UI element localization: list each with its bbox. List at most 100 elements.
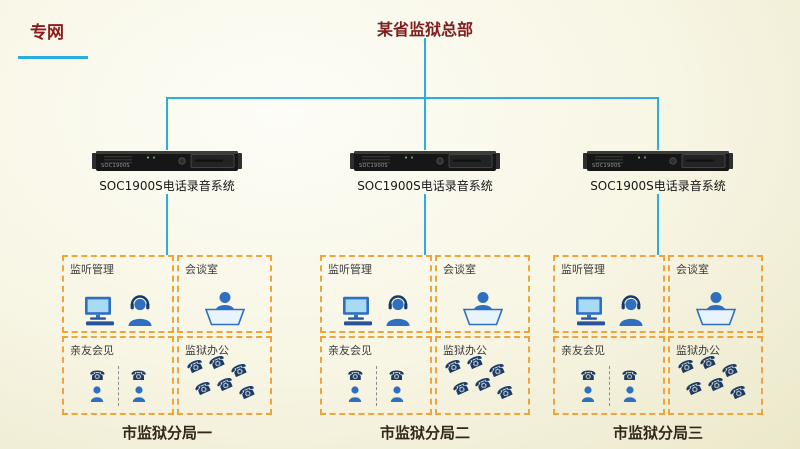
private-network-underline	[18, 56, 88, 59]
room-monitoring-label: 监听管理	[70, 263, 114, 276]
phone-icon: ☎	[347, 369, 364, 384]
recorder-server-1: SOC1900S	[92, 150, 242, 172]
phone-icon: ☎	[192, 378, 215, 400]
computer-icon	[84, 296, 118, 326]
connector-backbone-to-server-1	[166, 97, 168, 150]
meeting-desk-person-icon	[461, 291, 505, 327]
room-family-visit: 亲友会见 ☎ ☎	[320, 336, 432, 415]
family-visit-icons: ☎ ☎	[322, 366, 430, 406]
room-family-visit: 亲友会见 ☎ ☎	[553, 336, 665, 415]
room-meeting: 会谈室	[435, 255, 530, 333]
visit-station: ☎	[622, 370, 638, 402]
person-icon	[90, 386, 104, 402]
headset-person-icon	[618, 295, 644, 326]
computer-icon	[342, 296, 376, 326]
visit-divider	[608, 366, 610, 406]
office-phone-cluster: ☎ ☎ ☎ ☎ ☎ ☎	[441, 352, 524, 411]
visit-station: ☎	[580, 369, 597, 402]
branch-group-2: 监听管理 会谈室 亲友会见 ☎ ☎	[320, 255, 530, 415]
phone-icon: ☎	[727, 382, 750, 404]
room-meeting-label: 会谈室	[443, 263, 476, 276]
room-family-visit-label: 亲友会见	[561, 344, 605, 357]
room-office: 监狱办公 ☎ ☎ ☎ ☎ ☎ ☎	[177, 336, 272, 415]
branch-group-3: 监听管理 会谈室 亲友会见 ☎ ☎	[553, 255, 763, 415]
family-visit-icons: ☎ ☎	[555, 366, 663, 406]
monitoring-icons	[555, 295, 663, 326]
phone-icon: ☎	[236, 382, 259, 404]
connector-server-to-branch-2	[424, 194, 426, 255]
server-label-1: SOC1900S电话录音系统	[99, 179, 235, 193]
room-office: 监狱办公 ☎ ☎ ☎ ☎ ☎ ☎	[435, 336, 530, 415]
person-icon	[132, 386, 146, 402]
room-monitoring-label: 监听管理	[561, 263, 605, 276]
visit-station: ☎	[347, 369, 364, 402]
connector-server-to-branch-3	[657, 194, 659, 255]
phone-icon: ☎	[442, 356, 465, 378]
phone-icon: ☎	[697, 352, 720, 374]
room-office-label: 监狱办公	[185, 344, 229, 357]
server-label-3: SOC1900S电话录音系统	[590, 179, 726, 193]
phone-icon: ☎	[683, 378, 706, 400]
phone-icon: ☎	[621, 369, 638, 384]
room-monitoring-label: 监听管理	[328, 263, 372, 276]
computer-icon	[575, 296, 609, 326]
diagram-title: 某省监狱总部	[376, 20, 474, 39]
connector-backbone-to-server-3	[657, 97, 659, 150]
recorder-server-2: SOC1900S	[350, 150, 500, 172]
phone-icon: ☎	[206, 352, 229, 374]
branch-name-3: 市监狱分局三	[612, 424, 703, 442]
server-faceplate-text: SOC1900S	[359, 163, 388, 169]
person-icon	[348, 386, 362, 402]
person-icon	[623, 386, 637, 402]
meeting-desk-person-icon	[203, 291, 247, 327]
visit-divider	[117, 366, 119, 406]
office-phone-cluster: ☎ ☎ ☎ ☎ ☎ ☎	[674, 352, 757, 411]
monitoring-icons	[322, 295, 430, 326]
visit-divider	[375, 366, 377, 406]
phone-icon: ☎	[580, 369, 597, 384]
room-meeting-label: 会谈室	[676, 263, 709, 276]
monitoring-icons	[64, 295, 172, 326]
phone-icon: ☎	[675, 356, 698, 378]
visit-station: ☎	[389, 370, 405, 402]
connector-title-to-backbone	[424, 38, 426, 97]
headset-person-icon	[127, 295, 153, 326]
phone-icon: ☎	[464, 352, 487, 374]
phone-icon: ☎	[89, 369, 106, 384]
phone-icon: ☎	[494, 382, 517, 404]
room-family-visit-label: 亲友会见	[70, 344, 114, 357]
branch-name-2: 市监狱分局二	[379, 424, 470, 442]
server-faceplate-text: SOC1900S	[101, 163, 130, 169]
room-office-label: 监狱办公	[676, 344, 720, 357]
family-visit-icons: ☎ ☎	[64, 366, 172, 406]
server-faceplate-text: SOC1900S	[592, 163, 621, 169]
room-monitoring: 监听管理	[553, 255, 665, 333]
connector-backbone	[166, 97, 659, 99]
room-family-visit-label: 亲友会见	[328, 344, 372, 357]
meeting-desk-person-icon	[694, 291, 738, 327]
room-family-visit: 亲友会见 ☎ ☎	[62, 336, 174, 415]
phone-icon: ☎	[450, 378, 473, 400]
branch-group-1: 监听管理 会谈室 亲友会见 ☎ ☎	[62, 255, 272, 415]
connector-backbone-to-server-2	[424, 97, 426, 150]
recorder-server-3: SOC1900S	[583, 150, 733, 172]
phone-icon: ☎	[388, 369, 405, 384]
room-meeting: 会谈室	[668, 255, 763, 333]
room-monitoring: 监听管理	[320, 255, 432, 333]
visit-station: ☎	[89, 369, 106, 402]
room-meeting-label: 会谈室	[185, 263, 218, 276]
room-monitoring: 监听管理	[62, 255, 174, 333]
phone-icon: ☎	[184, 356, 207, 378]
private-network-label: 专网	[30, 23, 64, 43]
person-icon	[390, 386, 404, 402]
branch-name-1: 市监狱分局一	[121, 424, 212, 442]
visit-station: ☎	[131, 370, 147, 402]
connector-server-to-branch-1	[166, 194, 168, 255]
headset-person-icon	[385, 295, 411, 326]
room-office-label: 监狱办公	[443, 344, 487, 357]
phone-icon: ☎	[130, 369, 147, 384]
room-office: 监狱办公 ☎ ☎ ☎ ☎ ☎ ☎	[668, 336, 763, 415]
room-meeting: 会谈室	[177, 255, 272, 333]
server-label-2: SOC1900S电话录音系统	[357, 179, 493, 193]
